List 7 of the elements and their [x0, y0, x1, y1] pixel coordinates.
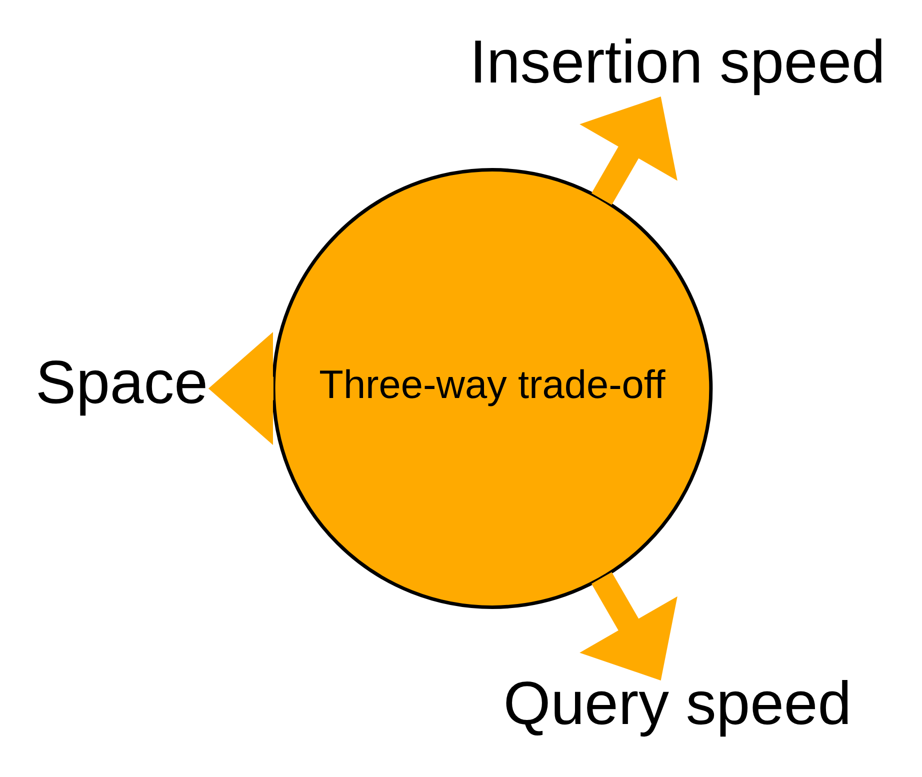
node-text: Query speed	[503, 669, 852, 738]
arrow	[580, 96, 678, 205]
node-text: Insertion speed	[470, 27, 886, 96]
node-text: Space	[36, 348, 208, 416]
arrow	[580, 572, 678, 680]
arrow	[208, 332, 273, 445]
node-circle: Three-way trade-off	[272, 168, 713, 609]
